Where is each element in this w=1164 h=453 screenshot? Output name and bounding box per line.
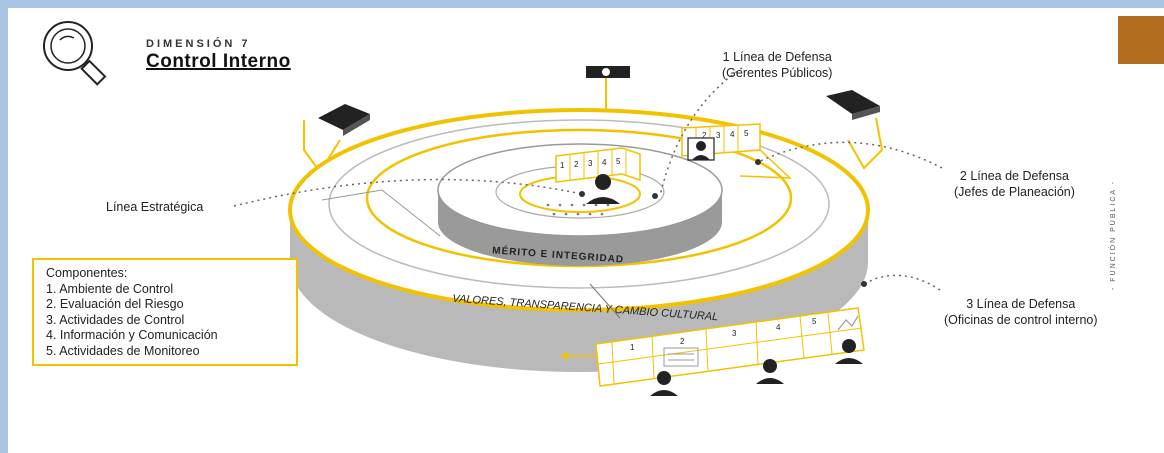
panel-number: 3 <box>732 329 737 338</box>
panel-number: 2 <box>574 160 579 169</box>
panel-number: 2 <box>702 131 707 140</box>
panel-number: 4 <box>730 130 735 139</box>
linea-2-label: 2 Línea de Defensa (Jefes de Planeación) <box>954 168 1075 200</box>
corner-tab <box>1118 16 1164 64</box>
bottom-panel <box>595 307 865 387</box>
linea-3-subtitle: (Oficinas de control interno) <box>944 313 1098 327</box>
camera-icon <box>586 66 630 110</box>
componente-item: 2. Evaluación del Riesgo <box>46 297 184 311</box>
linea-2-title: 2 Línea de Defensa <box>959 169 1070 183</box>
center-panel <box>555 147 641 183</box>
linea-estrategica-label: Línea Estratégica <box>106 200 204 214</box>
panel-number: 1 <box>630 343 635 352</box>
page-title: Control Interno <box>146 51 291 72</box>
linea-2-subtitle: (Jefes de Planeación) <box>954 185 1075 199</box>
person-icon-center <box>586 174 620 204</box>
arrow-left-icon <box>560 352 598 360</box>
panel-number: 4 <box>776 323 781 332</box>
laptop-icon-right <box>826 90 880 120</box>
person-icon-bottom-2 <box>756 359 784 384</box>
person-icon-bottom-1 <box>650 371 678 396</box>
panel-number: 3 <box>588 159 593 168</box>
componente-item: 3. Actividades de Control <box>46 312 185 327</box>
panel-number: 5 <box>744 129 749 138</box>
componentes-title: Componentes: <box>46 266 128 280</box>
dimension-label: DIMENSIÓN 7 <box>146 38 251 50</box>
componente-item: 1. Ambiente de Control <box>46 281 174 296</box>
person-icon-bottom-3 <box>835 339 863 364</box>
panel-number: 1 <box>560 161 565 170</box>
magnifier-icon <box>43 21 107 86</box>
linea-1-subtitle: (Gerentes Públicos) <box>722 66 833 80</box>
linea-3-title: 3 Línea de Defensa <box>966 297 1076 311</box>
componente-item: 5. Actividades de Monitoreo <box>46 343 200 358</box>
panel-number: 4 <box>602 158 607 167</box>
panel-number: 2 <box>680 337 685 346</box>
componentes-box: Componentes: 1. Ambiente de Control 2. E… <box>32 258 298 366</box>
componente-item: 4. Información y Comunicación <box>46 328 218 342</box>
laptop-icon-left <box>318 104 370 136</box>
linea-1-title: 1 Línea de Defensa <box>722 50 832 64</box>
panel-number: 3 <box>716 131 721 140</box>
linea-3-label: 3 Línea de Defensa (Oficinas de control … <box>944 296 1098 328</box>
linea-1-label: 1 Línea de Defensa (Gerentes Públicos) <box>722 49 832 81</box>
person-icon-upper <box>687 137 715 161</box>
panel-number: 5 <box>812 317 817 326</box>
panel-number: 5 <box>616 157 621 166</box>
funcion-publica-label: - FUNCIÓN PÚBLICA - <box>1110 180 1117 290</box>
